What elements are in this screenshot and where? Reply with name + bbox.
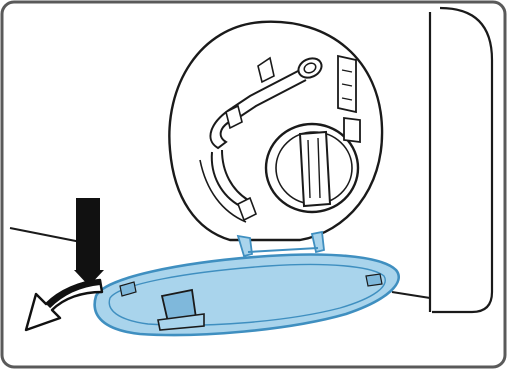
service-flap-illustration xyxy=(0,0,507,369)
